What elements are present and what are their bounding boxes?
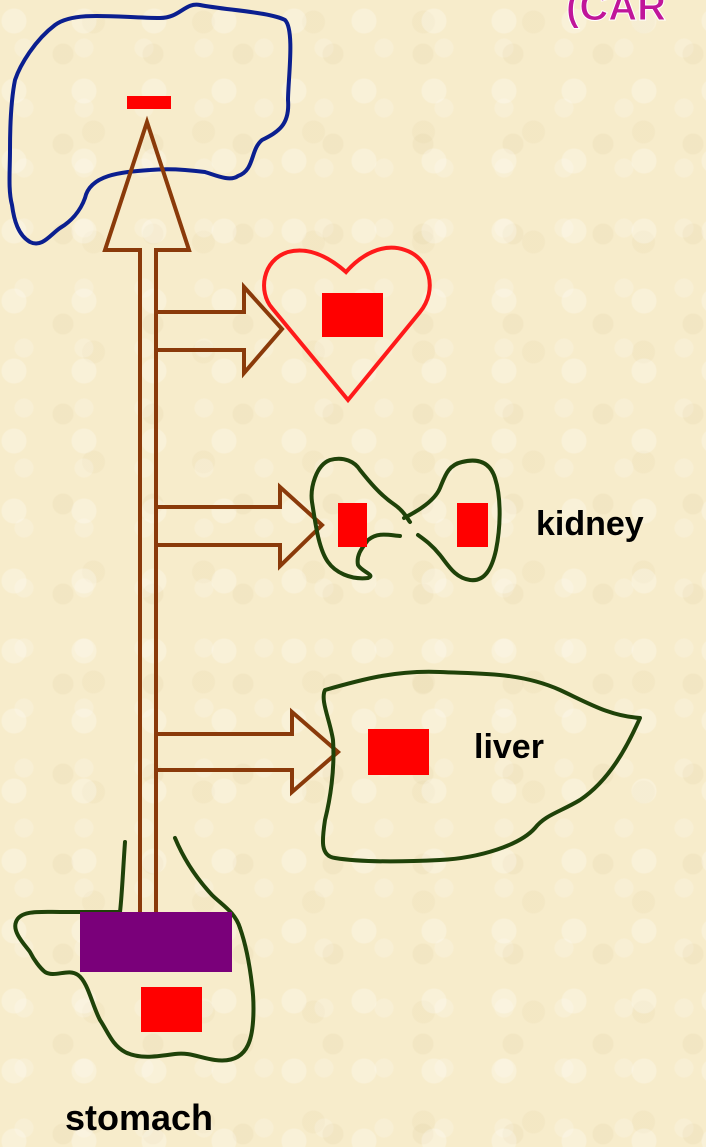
stomach-label: stomach [65,1097,213,1138]
branch-arrow-heart [156,287,282,373]
branch-arrow-liver [156,712,338,792]
esophagus-left-outline [120,842,125,912]
branch-arrow-kidney [156,487,322,566]
upper-organ-outline [10,5,291,244]
heart-marker [322,293,383,337]
upper-organ-marker [127,96,171,109]
liver-marker [368,729,429,775]
main-vertical-arrow [105,122,189,912]
stomach-block [80,912,232,972]
kidney-left-marker [338,503,367,547]
liver-label: liver [474,728,544,766]
kidney-right-marker [457,503,488,547]
title-fragment: (CAR [566,0,666,29]
stomach-marker [141,987,202,1032]
kidney-label: kidney [536,505,644,543]
